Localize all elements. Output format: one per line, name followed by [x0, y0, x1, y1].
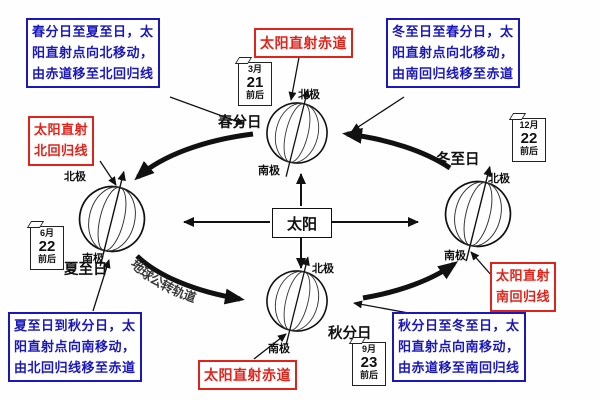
season-label-autumn: 秋分日 [328, 326, 372, 342]
season-label-spring: 春分日 [218, 115, 262, 131]
leader-lines [92, 51, 493, 360]
pole-south-summer: 南极 [82, 253, 104, 265]
calendar-month: 3月 [247, 64, 262, 74]
calendar-winter: 12月 22 前后 [512, 118, 546, 162]
orbit-arc-summer-to-autumn [135, 254, 245, 305]
note-equator-top: 太阳直射赤道 [254, 28, 353, 59]
season-label-winter: 冬至日 [436, 152, 480, 168]
note-tropic-of-cancer: 太阳直射 北回归线 [28, 116, 95, 166]
note-line: 太阳直射 [34, 122, 89, 137]
calendar-summer: 6月 22 前后 [30, 226, 64, 270]
note-equator-top-label: 太阳直射赤道 [260, 35, 347, 51]
leader-equator-top [288, 51, 301, 101]
calendar-month: 6月 [39, 228, 54, 238]
orbit-ellipse [134, 127, 459, 305]
note-line: 由赤道移至南回归线 [398, 359, 520, 375]
note-line: 阳直射点向南移动， [14, 338, 136, 354]
note-line: 北回归线 [34, 142, 89, 158]
calendar-suffix: 前后 [37, 254, 56, 265]
globe-autumn [266, 256, 328, 345]
note-line: 由南回归线移至赤道 [392, 65, 514, 81]
note-summer-to-autumn: 夏至日到秋分日，太 阳直射点向南移动， 由北回归线移至赤道 [8, 312, 142, 383]
note-line: 春分日至夏至日，太 [32, 24, 154, 39]
calendar-suffix: 前后 [245, 90, 264, 101]
note-spring-to-summer: 春分日至夏至日，太 阳直射点向北移动， 由赤道移至北回归线 [26, 18, 160, 89]
leader-top-right [351, 96, 405, 132]
globe-winter [444, 165, 512, 262]
calendar-month: 12月 [519, 120, 539, 130]
calendar-suffix: 前后 [519, 146, 538, 157]
note-equator-bottom-label: 太阳直射赤道 [204, 367, 291, 383]
calendar-autumn: 9月 23 前后 [352, 342, 386, 386]
note-line: 太阳直射 [496, 268, 551, 283]
calendar-spring: 3月 21 前后 [238, 62, 272, 106]
note-winter-to-spring: 冬至日至春分日，太 阳直射点向北移动， 由南回归线移至赤道 [386, 18, 520, 89]
leader-top-left [169, 96, 245, 126]
leader-bottom-left [92, 259, 111, 312]
globe-summer [78, 170, 146, 267]
sun-label: 太阳 [286, 215, 317, 233]
sun-ray-arrows [183, 173, 419, 269]
orbit-arc-autumn-to-winter [362, 261, 459, 301]
leader-tropic-south [470, 251, 493, 277]
pole-north-winter: 北极 [488, 173, 510, 185]
sun-label-box: 太阳 [272, 208, 332, 238]
calendar-suffix: 前后 [359, 370, 378, 381]
note-line: 秋分日至冬至日，太 [398, 318, 520, 333]
orbit-label: 地球公转轨道 [128, 256, 199, 305]
pole-south-spring: 南极 [258, 165, 280, 177]
note-line: 冬至日至春分日，太 [392, 24, 514, 39]
note-line: 夏至日到秋分日，太 [14, 318, 136, 333]
note-line: 由北回归线移至赤道 [14, 359, 136, 375]
orbit-arc-spring-to-summer [134, 131, 254, 181]
note-line: 阳直射点向北移动， [32, 44, 154, 60]
pole-north-summer: 北极 [64, 171, 86, 183]
calendar-month: 9月 [361, 344, 376, 354]
calendar-day: 23 [360, 353, 378, 371]
note-autumn-to-winter: 秋分日至冬至日，太 阳直射点向南移动， 由赤道移至南回归线 [392, 312, 526, 383]
pole-south-winter: 南极 [444, 250, 466, 262]
note-line: 由赤道移至北回归线 [32, 65, 154, 81]
note-line: 南回归线 [496, 288, 551, 304]
season-label-summer: 夏至日 [64, 262, 108, 278]
pole-north-autumn: 北极 [312, 263, 334, 275]
orbit-arc-winter-to-spring [342, 127, 452, 171]
note-line: 阳直射点向南移动， [398, 338, 520, 354]
note-tropic-of-capricorn: 太阳直射 南回归线 [490, 262, 557, 312]
calendar-day: 21 [246, 73, 264, 91]
globe-spring [266, 88, 328, 177]
note-equator-bottom: 太阳直射赤道 [198, 360, 297, 391]
leader-equator-bottom [253, 333, 287, 360]
leader-tropic-north [99, 160, 117, 186]
pole-north-spring: 北极 [298, 89, 320, 101]
calendar-day: 22 [520, 129, 538, 147]
note-line: 阳直射点向北移动， [392, 44, 514, 60]
calendar-day: 22 [38, 237, 56, 255]
pole-south-autumn: 南极 [268, 343, 290, 355]
